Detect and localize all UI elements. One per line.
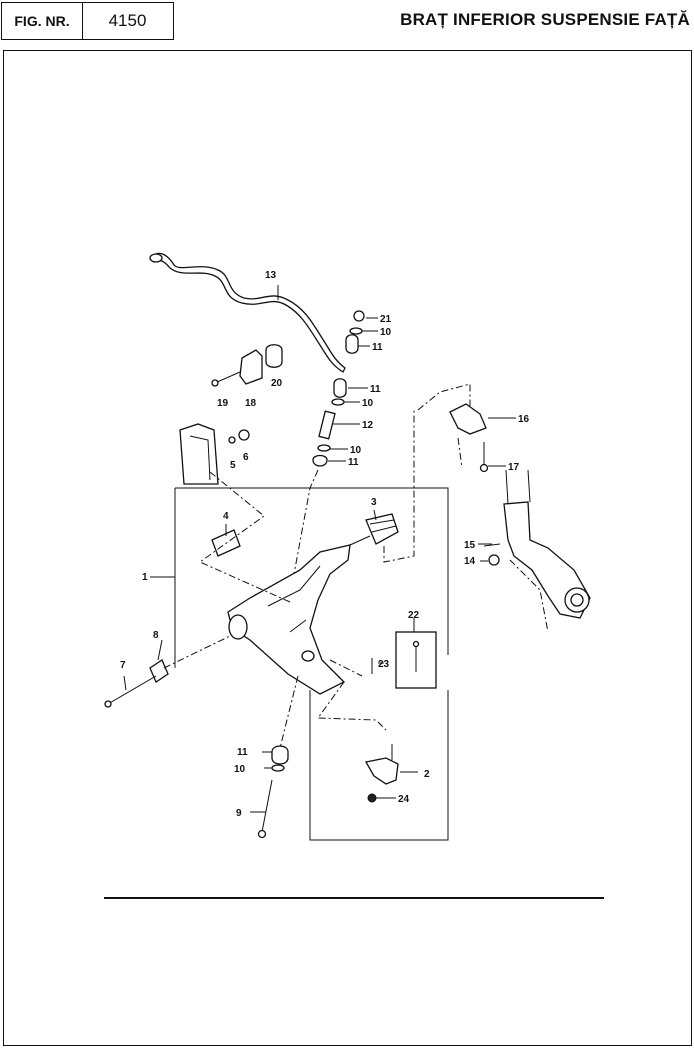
bracket-16 bbox=[449, 403, 487, 435]
callout-21: 21 bbox=[380, 314, 392, 325]
callout-11-top: 11 bbox=[372, 342, 383, 353]
callout-8: 8 bbox=[153, 630, 159, 641]
nut-21 bbox=[353, 310, 365, 322]
callout-22: 22 bbox=[408, 610, 420, 621]
callout-11-upper: 11 bbox=[370, 384, 381, 395]
callout-4: 4 bbox=[223, 511, 229, 522]
pin-15 bbox=[483, 543, 501, 547]
bushing-11c bbox=[312, 454, 328, 467]
callout-20: 20 bbox=[271, 378, 283, 389]
diagram-frame bbox=[3, 50, 692, 1046]
sleeve-12 bbox=[318, 410, 336, 440]
nut-6 bbox=[238, 429, 250, 441]
bolt-19 bbox=[214, 371, 241, 384]
callout-3: 3 bbox=[371, 497, 377, 508]
steering-knuckle bbox=[503, 501, 591, 619]
callout-17: 17 bbox=[508, 462, 520, 473]
callout-10-mid: 10 bbox=[350, 445, 362, 456]
washer-10d bbox=[271, 764, 285, 772]
callout-11-mid: 11 bbox=[348, 457, 359, 468]
mounting-bracket bbox=[179, 423, 219, 485]
washer-5 bbox=[228, 436, 236, 444]
page-title: BRAȚ INFERIOR SUSPENSIE FAȚĂ bbox=[400, 10, 690, 29]
figure-label: FIG. NR. bbox=[2, 3, 83, 39]
callout-9: 9 bbox=[236, 808, 242, 819]
nut-14 bbox=[488, 554, 500, 566]
figure-number: 4150 bbox=[108, 11, 147, 30]
callout-10-upper: 10 bbox=[362, 398, 374, 409]
callout-13: 13 bbox=[265, 270, 277, 281]
bushing-11a bbox=[345, 334, 359, 354]
callout-14: 14 bbox=[464, 556, 476, 567]
washer-10a bbox=[349, 327, 363, 335]
callout-1: 1 bbox=[142, 572, 148, 583]
stabilizer-bar bbox=[151, 252, 346, 373]
bolt-9 bbox=[261, 779, 273, 833]
callout-19: 19 bbox=[217, 398, 229, 409]
callout-10-lower: 10 bbox=[234, 764, 246, 775]
lower-control-arm bbox=[227, 544, 351, 695]
bracket-18 bbox=[239, 349, 263, 385]
figure-number-box: FIG. NR. 4150 bbox=[1, 2, 174, 40]
callout-10-top: 10 bbox=[380, 327, 392, 338]
assembly-outline bbox=[174, 487, 449, 841]
bushing-11b bbox=[333, 378, 347, 398]
washer-10c bbox=[317, 444, 331, 452]
nut-24 bbox=[367, 793, 377, 803]
callout-23: 23 bbox=[378, 659, 390, 670]
callout-18: 18 bbox=[245, 398, 257, 409]
bushing-11d bbox=[271, 745, 289, 765]
callout-7: 7 bbox=[120, 660, 126, 671]
washer-10b bbox=[331, 398, 345, 406]
callout-12: 12 bbox=[362, 420, 374, 431]
callout-16: 16 bbox=[518, 414, 530, 425]
bolt-7 bbox=[107, 675, 157, 705]
bushing-8 bbox=[149, 659, 169, 683]
callout-6: 6 bbox=[243, 452, 249, 463]
bushing-20 bbox=[265, 344, 283, 368]
callout-24: 24 bbox=[398, 794, 410, 805]
callout-15: 15 bbox=[464, 540, 476, 551]
callout-2: 2 bbox=[424, 769, 430, 780]
callout-11-lower: 11 bbox=[237, 747, 248, 758]
callout-5: 5 bbox=[230, 460, 236, 471]
ball-joint-2 bbox=[364, 757, 399, 785]
